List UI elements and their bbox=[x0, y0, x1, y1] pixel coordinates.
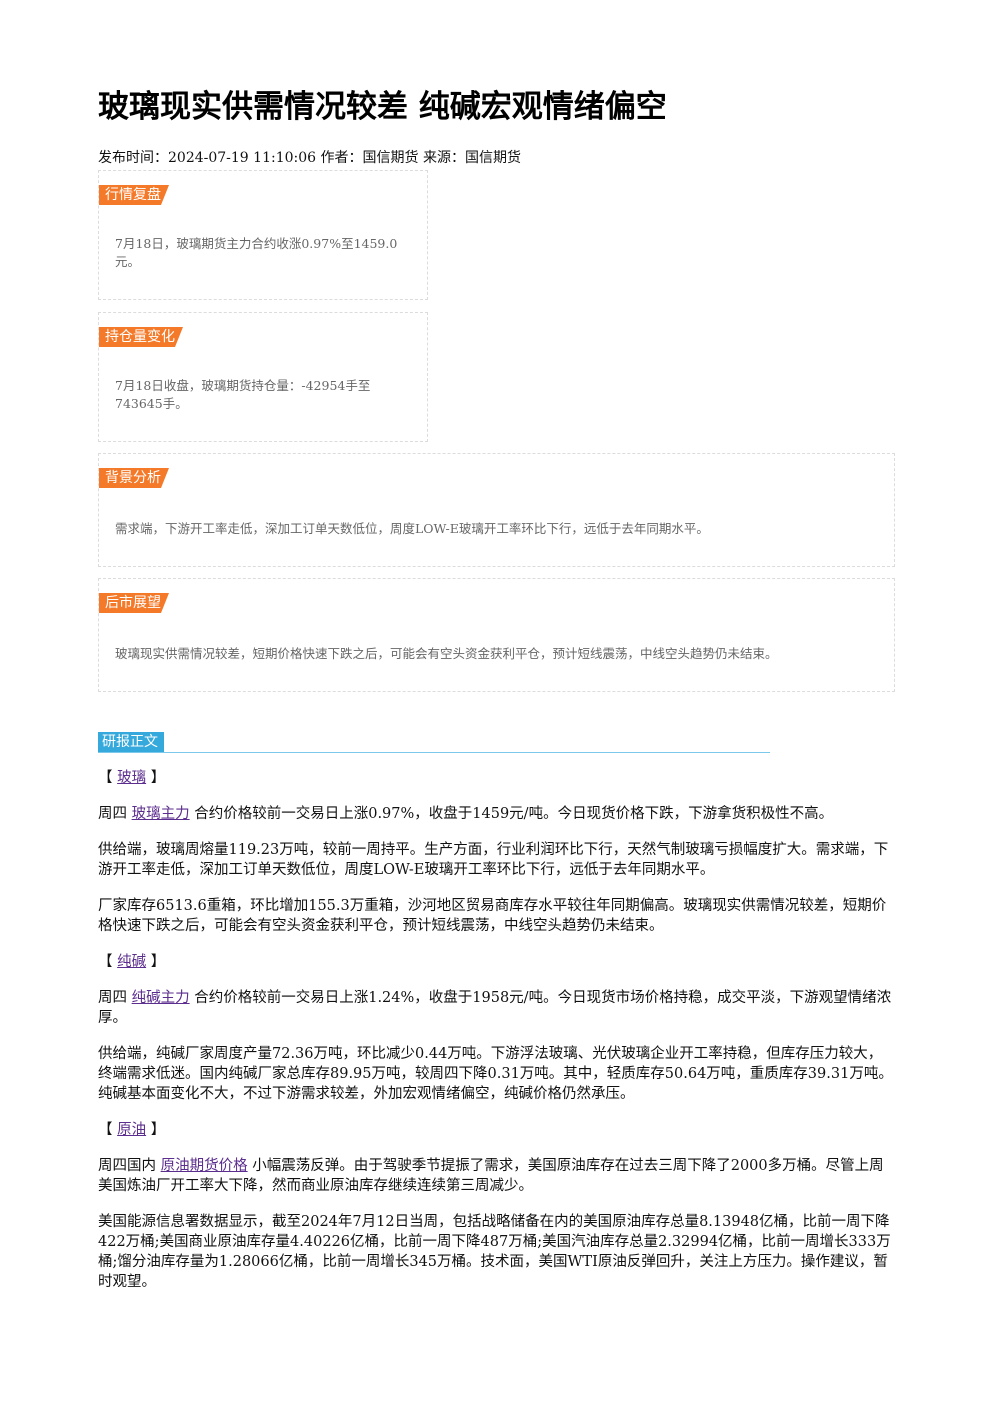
report-section-header: 研报正文 bbox=[98, 732, 770, 753]
oil-futures-price-link[interactable]: 原油期货价格 bbox=[160, 1158, 248, 1174]
oil-paragraph-1: 周四国内 原油期货价格 小幅震荡反弹。由于驾驶季节提振了需求，美国原油库存在过去… bbox=[98, 1158, 884, 1194]
soda-heading: 【 纯碱 】 bbox=[98, 954, 166, 970]
glass-link[interactable]: 玻璃 bbox=[117, 770, 147, 786]
glass-paragraph-1: 周四 玻璃主力 合约价格较前一交易日上涨0.97%，收盘于1459元/吨。今日现… bbox=[98, 806, 834, 822]
report-section-tag: 研报正文 bbox=[98, 732, 164, 752]
glass-heading: 【 玻璃 】 bbox=[98, 770, 166, 786]
background-analysis-card: 背景分析 需求端，下游开工率走低，深加工订单天数低位，周度LOW-E玻璃开工率环… bbox=[98, 453, 895, 567]
position-change-text: 7月18日收盘，玻璃期货持仓量：-42954手至743645手。 bbox=[115, 378, 371, 411]
market-review-card: 行情复盘 7月18日，玻璃期货主力合约收涨0.97%至1459.0元。 bbox=[98, 170, 428, 300]
glass-main-contract-link[interactable]: 玻璃主力 bbox=[131, 806, 190, 822]
background-analysis-tag: 背景分析 bbox=[99, 468, 169, 488]
oil-paragraph-2: 美国能源信息署数据显示，截至2024年7月12日当周，包括战略储备在内的美国原油… bbox=[98, 1214, 891, 1290]
oil-heading: 【 原油 】 bbox=[98, 1122, 166, 1138]
page-title: 玻璃现实供需情况较差 纯碱宏观情绪偏空 bbox=[98, 89, 667, 125]
glass-paragraph-3: 厂家库存6513.6重箱，环比增加155.3万重箱，沙河地区贸易商库存水平较往年… bbox=[98, 898, 887, 934]
market-review-tag: 行情复盘 bbox=[99, 185, 169, 205]
outlook-tag: 后市展望 bbox=[99, 593, 169, 613]
outlook-card: 后市展望 玻璃现实供需情况较差，短期价格快速下跌之后，可能会有空头资金获利平仓，… bbox=[98, 578, 895, 692]
market-review-text: 7月18日，玻璃期货主力合约收涨0.97%至1459.0元。 bbox=[115, 236, 398, 269]
oil-link[interactable]: 原油 bbox=[117, 1122, 147, 1138]
soda-main-contract-link[interactable]: 纯碱主力 bbox=[131, 990, 190, 1006]
article-meta: 发布时间：2024-07-19 11:10:06 作者：国信期货 来源：国信期货 bbox=[98, 150, 521, 166]
soda-link[interactable]: 纯碱 bbox=[117, 954, 147, 970]
outlook-text: 玻璃现实供需情况较差，短期价格快速下跌之后，可能会有空头资金获利平仓，预计短线震… bbox=[115, 646, 778, 661]
soda-paragraph-1: 周四 纯碱主力 合约价格较前一交易日上涨1.24%，收盘于1958元/吨。今日现… bbox=[98, 990, 892, 1026]
glass-paragraph-2: 供给端，玻璃周熔量119.23万吨，较前一周持平。生产方面，行业利润环比下行，天… bbox=[98, 842, 889, 878]
position-change-card: 持仓量变化 7月18日收盘，玻璃期货持仓量：-42954手至743645手。 bbox=[98, 312, 428, 442]
soda-paragraph-2: 供给端，纯碱厂家周度产量72.36万吨，环比减少0.44万吨。下游浮法玻璃、光伏… bbox=[98, 1046, 893, 1102]
background-analysis-text: 需求端，下游开工率走低，深加工订单天数低位，周度LOW-E玻璃开工率环比下行，远… bbox=[115, 521, 709, 536]
position-change-tag: 持仓量变化 bbox=[99, 327, 183, 347]
